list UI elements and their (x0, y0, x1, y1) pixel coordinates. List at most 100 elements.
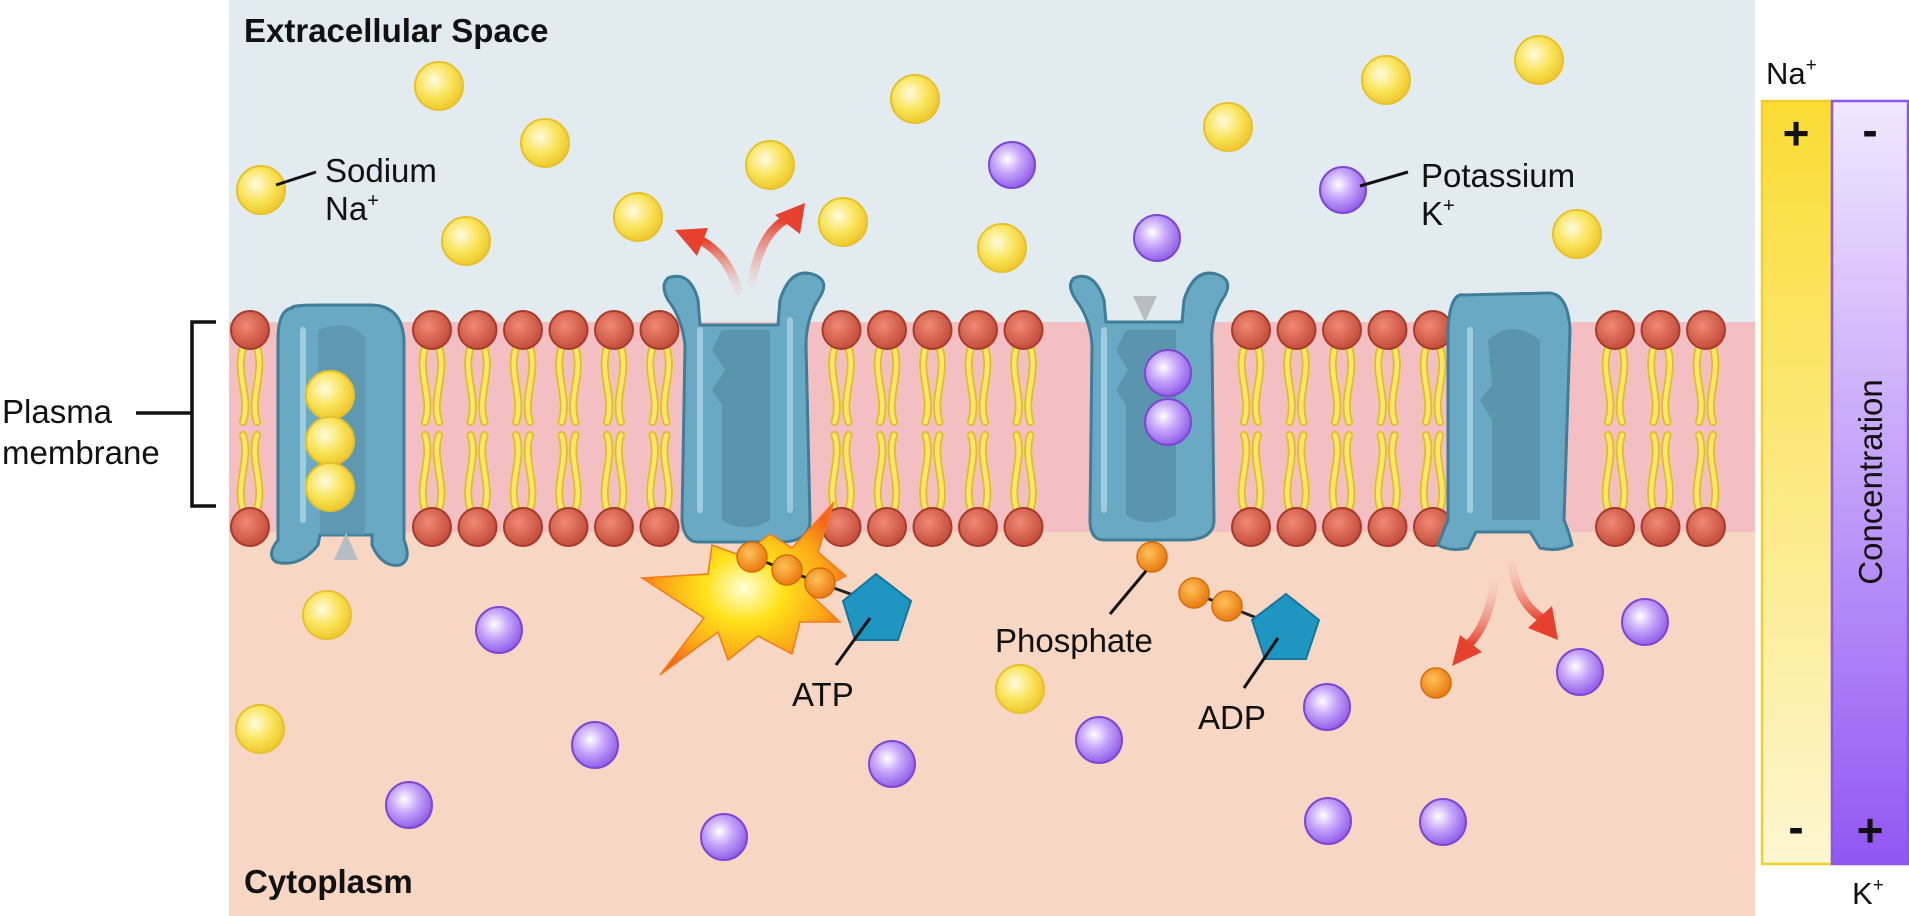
phospholipid-head (912, 310, 953, 350)
potassium-ion (988, 141, 1036, 189)
phospholipid-head (1640, 507, 1681, 547)
cytoplasm-title: Cytoplasm (244, 863, 413, 900)
lipid-tails (828, 344, 855, 426)
lipid-tails (236, 344, 264, 426)
potassium-ion (571, 721, 619, 769)
potassium-legend-ion (1319, 166, 1367, 214)
lipid-tails (418, 431, 446, 513)
phospholipid-head (1231, 507, 1271, 547)
lipid-tails (600, 344, 628, 426)
potassium-ion (1144, 398, 1192, 446)
phospholipid-head (503, 507, 543, 547)
lipid-tails (919, 344, 946, 426)
phospholipid-head (1595, 310, 1635, 350)
sodium-exit-arrow-right (747, 203, 805, 287)
plasma-membrane-label-line1: Plasma (2, 393, 113, 430)
lipid-tails (1237, 431, 1265, 513)
potassium-ion (1556, 648, 1604, 696)
phospholipid-head (594, 507, 634, 547)
cytoplasm-region (229, 530, 1755, 916)
sodium-ion (613, 192, 663, 242)
phospholipid-head (1276, 507, 1317, 547)
phospholipid-head (1276, 310, 1317, 350)
sodium-ion (441, 216, 491, 266)
potassium-ion (1621, 598, 1669, 646)
sodium-ion (890, 74, 940, 124)
concentration-label: Concentration (1852, 379, 1889, 584)
potassium-ion (1075, 716, 1123, 764)
sodium-ion (1552, 209, 1602, 259)
lipid-tails (919, 431, 946, 513)
k-high-sign: + (1857, 804, 1884, 856)
potassium-ion (1303, 683, 1351, 731)
sodium-ion (305, 416, 355, 466)
phospholipid-head (867, 507, 907, 547)
k-bar-label: K+ (1852, 875, 1884, 911)
sodium-legend-ion (236, 165, 286, 215)
lipid-tails (1374, 431, 1401, 513)
extracellular-title: Extracellular Space (244, 12, 549, 49)
lipid-tails (646, 431, 673, 513)
lipid-tails (1237, 344, 1265, 426)
lipid-tails (1328, 344, 1356, 426)
phospholipid-head (1003, 507, 1044, 547)
lipid-tails (873, 431, 901, 513)
phosphate-group (1108, 541, 1168, 615)
lipid-tails (1601, 431, 1629, 513)
phospholipid-head (548, 507, 589, 547)
phospholipid-head (1413, 310, 1453, 350)
phospholipid-head (457, 310, 498, 350)
phospholipid-head (230, 310, 270, 350)
phospholipid-head (594, 310, 634, 350)
lipid-tails (418, 344, 446, 426)
plasma-membrane-bracket (136, 320, 216, 508)
lipid-tails (1328, 431, 1356, 513)
lipid-tails (464, 431, 491, 513)
lipid-tails (1692, 344, 1720, 426)
phospholipid-head (1231, 310, 1271, 350)
phospholipid-head (1595, 507, 1635, 547)
phosphate-label: Phosphate (995, 622, 1153, 659)
lipid-tails (964, 431, 992, 513)
lipid-bilayer (230, 310, 1726, 547)
adp-molecule (1178, 577, 1321, 689)
phospholipid-head (639, 507, 680, 547)
potassium-ion (700, 813, 748, 861)
potassium-ion (1419, 798, 1467, 846)
lipid-tails (464, 344, 491, 426)
sodium-ion (520, 118, 570, 168)
lipid-tails (236, 431, 264, 513)
phospholipid-head (412, 507, 452, 547)
adenosine-pentagon-icon (841, 572, 913, 641)
potassium-ion (1133, 214, 1181, 262)
lipid-tails (1283, 344, 1310, 426)
potassium-label: Potassium (1421, 157, 1575, 194)
na-high-sign: + (1783, 107, 1810, 159)
phospholipid-head (639, 310, 680, 350)
phosphate-release-arrow (1452, 580, 1499, 666)
phospholipid-head (867, 310, 907, 350)
phospholipid-head (1367, 507, 1408, 547)
phospholipid-head (1686, 310, 1726, 350)
pump-protein-state-4 (1436, 291, 1574, 551)
plasma-membrane-label-line2: membrane (2, 434, 160, 471)
lipid-tails (828, 431, 855, 513)
pump-protein-state-2 (662, 271, 826, 544)
sodium-ion (305, 462, 355, 512)
lipid-tails (964, 344, 992, 426)
phospholipid-head (958, 310, 998, 350)
lipid-tails (646, 344, 673, 426)
lipid-tails (509, 431, 537, 513)
sodium-ion (414, 61, 464, 111)
lipid-tails (1419, 344, 1447, 426)
sodium-ion (305, 370, 355, 420)
phospholipid-head (1640, 310, 1681, 350)
phospholipid-head (912, 507, 953, 547)
potassium-entry-arrow (1133, 260, 1157, 322)
lipid-tails (1647, 431, 1674, 513)
potassium-ion (385, 781, 433, 829)
lipid-tails (1647, 344, 1674, 426)
potassium-ion (1144, 349, 1192, 397)
phospholipid-head (1367, 310, 1408, 350)
